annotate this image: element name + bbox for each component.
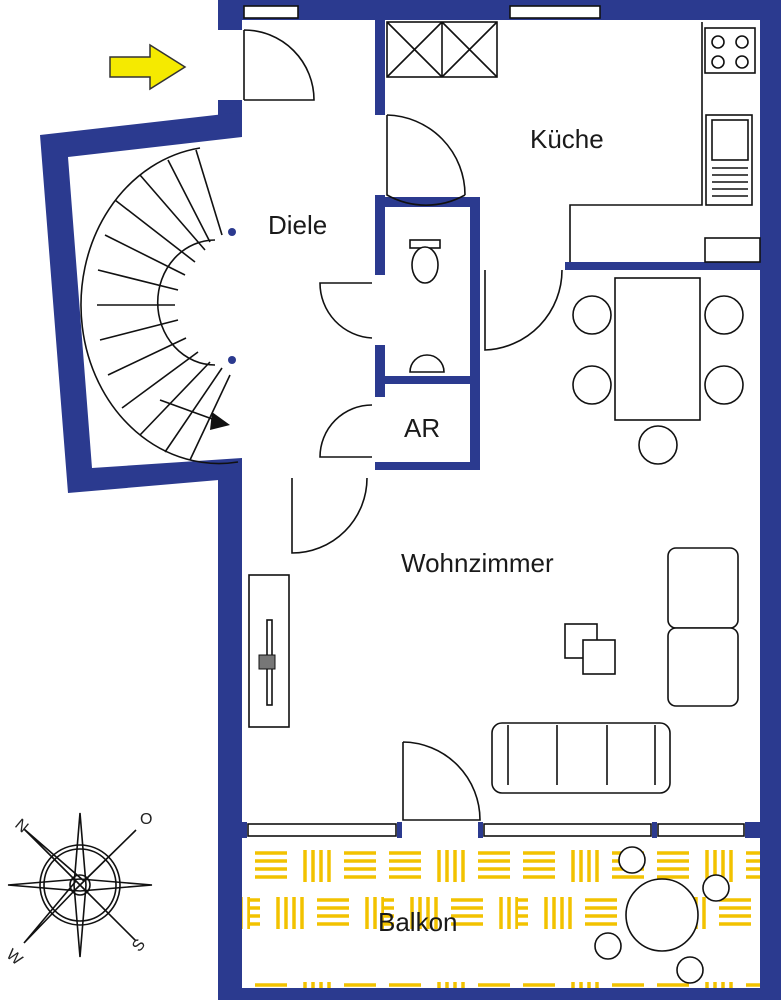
balcony-table	[594, 846, 730, 984]
room-label-kueche: Küche	[530, 124, 604, 154]
doors	[243, 29, 563, 821]
compass-o: O	[140, 811, 152, 828]
arrow-icon	[210, 412, 230, 430]
compass-s: S	[129, 936, 149, 955]
arrow-right-icon	[109, 43, 187, 91]
walls	[40, 0, 781, 1000]
kitchen-furniture	[386, 21, 761, 263]
living-furniture	[248, 547, 739, 794]
room-label-wohnzimmer: Wohnzimmer	[401, 548, 554, 578]
room-label-ar: AR	[404, 413, 440, 443]
dining-set	[572, 277, 744, 465]
room-label-diele: Diele	[268, 210, 327, 240]
wc-fixtures	[409, 239, 445, 373]
compass-w: W	[3, 946, 26, 969]
spiral-staircase	[80, 147, 239, 465]
compass-rose-icon	[7, 812, 153, 958]
room-label-balkon: Balkon	[378, 907, 458, 937]
windows	[243, 5, 745, 837]
